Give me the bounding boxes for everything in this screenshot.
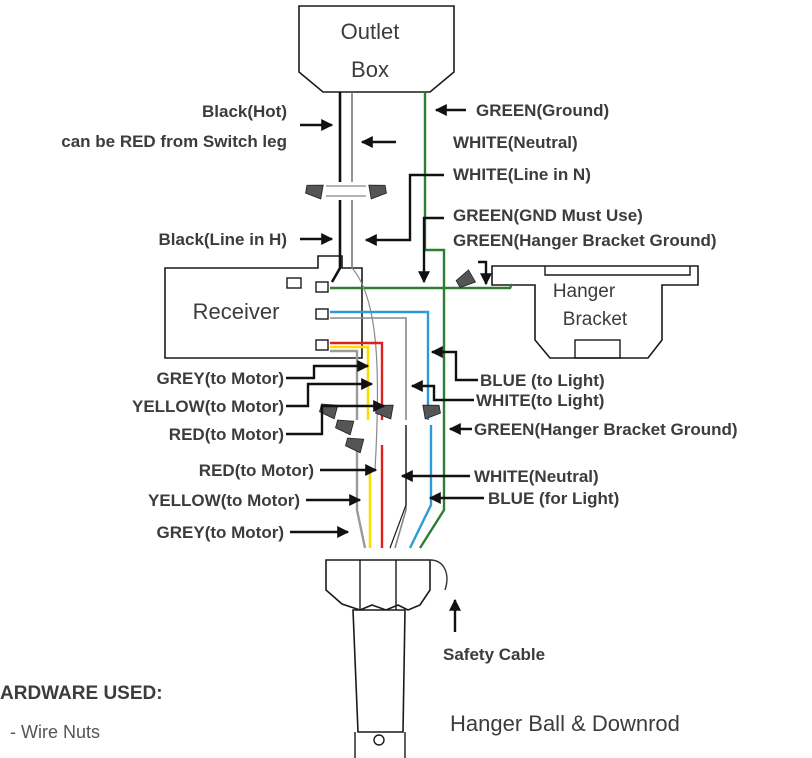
label-blue-to-light: BLUE (to Light) (480, 371, 605, 390)
label-green-hanger-bracket-ground-top: GREEN(Hanger Bracket Ground) (453, 231, 717, 250)
wire-nut-icon (319, 403, 339, 420)
motor-wires (355, 425, 433, 549)
hanger-ball-downrod: Hanger Ball & Downrod (325, 559, 680, 758)
label-grey-to-motor-2: GREY(to Motor) (157, 523, 284, 542)
label-switch-leg: can be RED from Switch leg (61, 132, 287, 151)
label-yellow-to-motor-2: YELLOW(to Motor) (148, 491, 300, 510)
wire-red-motor (330, 341, 384, 420)
label-blue-for-light: BLUE (for Light) (488, 489, 619, 508)
label-grey-to-motor-1: GREY(to Motor) (157, 369, 284, 388)
hanger-bracket-label-line-1: Hanger (553, 281, 616, 302)
receiver-terminal-2 (315, 308, 329, 320)
label-red-to-motor-1: RED(to Motor) (169, 425, 284, 444)
receiver: Receiver (164, 255, 363, 359)
hardware-title: ARDWARE USED: (0, 683, 163, 704)
receiver-label: Receiver (193, 299, 280, 324)
wire-nut-icon (345, 437, 365, 454)
wire-nuts (305, 184, 477, 454)
label-yellow-to-motor-1: YELLOW(to Motor) (132, 397, 284, 416)
hanger-bracket-label-line-2: Bracket (563, 309, 628, 330)
hanger-ball-downrod-label: Hanger Ball & Downrod (450, 711, 680, 736)
hanger-bracket: Hanger Bracket (491, 265, 699, 359)
label-white-neutral-top: WHITE(Neutral) (453, 133, 578, 152)
label-safety-cable: Safety Cable (443, 645, 545, 664)
label-white-to-light: WHITE(to Light) (476, 391, 604, 410)
label-green-gnd-must-use: GREEN(GND Must Use) (453, 206, 643, 225)
outlet-box: Outlet Box (298, 5, 455, 93)
wire-labels: Black(Hot) can be RED from Switch leg GR… (61, 101, 737, 664)
label-black-hot: Black(Hot) (202, 102, 287, 121)
label-red-to-motor-2: RED(to Motor) (199, 461, 314, 480)
wire-blue-light (330, 310, 430, 420)
wire-green-bracket (330, 283, 514, 290)
wire-nut-icon (305, 184, 324, 200)
wire-nut-icon (455, 269, 477, 288)
wire-grey-motor (330, 349, 359, 420)
outlet-box-label-line-2: Box (351, 57, 389, 82)
receiver-terminal-1 (315, 281, 329, 293)
wire-green-ground (418, 92, 446, 549)
wire-nut-icon (368, 184, 387, 200)
receiver-output-wires (330, 310, 430, 420)
hardware-used: ARDWARE USED: - Wire Nuts (0, 683, 163, 742)
label-black-line-in-h: Black(Line in H) (159, 230, 287, 249)
hardware-item: - Wire Nuts (10, 722, 100, 742)
label-green-hanger-bracket-ground-mid: GREEN(Hanger Bracket Ground) (474, 420, 738, 439)
supply-wires (326, 92, 514, 549)
label-green-ground: GREEN(Ground) (476, 101, 609, 120)
wire-white-light (330, 317, 407, 420)
wire-yellow-motor (330, 345, 370, 420)
wire-black-hot (330, 92, 342, 283)
wire-nut-icon (422, 404, 441, 420)
label-white-line-in-n: WHITE(Line in N) (453, 165, 591, 184)
outlet-box-label-line-1: Outlet (341, 19, 400, 44)
leader-arrows (286, 104, 492, 632)
safety-cable (429, 559, 448, 591)
wire-nut-icon (335, 419, 355, 436)
receiver-terminal-3 (315, 339, 329, 351)
label-white-neutral-bottom: WHITE(Neutral) (474, 467, 599, 486)
